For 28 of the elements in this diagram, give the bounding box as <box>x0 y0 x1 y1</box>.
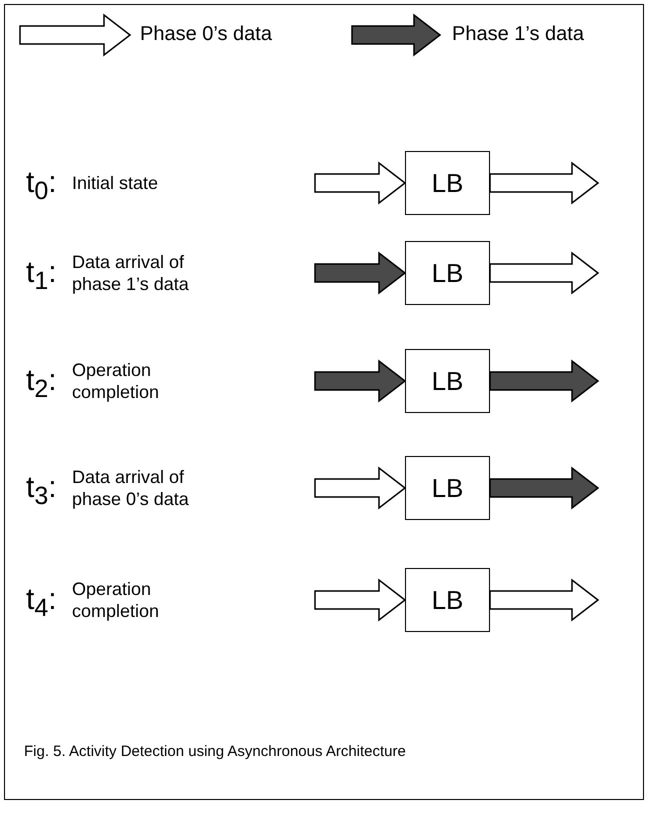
time-step-label: t$_{2}$: <box>26 366 57 404</box>
block-arrow <box>314 578 406 622</box>
state-description: Initial state <box>72 172 160 194</box>
block-arrow <box>314 251 406 295</box>
time-step-label: t$_{3}$: <box>26 473 57 511</box>
block-box: LB <box>405 241 490 305</box>
block-box: LB <box>405 349 490 413</box>
figure-caption: Fig. 5. Activity Detection using Asynchronous Architecture <box>24 743 406 760</box>
block-arrow <box>489 578 600 622</box>
block-arrow <box>314 161 406 205</box>
block-arrow <box>489 466 600 510</box>
state-description: Operation completion <box>72 359 160 403</box>
state-description: Data arrival of phase 1’s data <box>72 251 190 295</box>
state-description: Operation completion <box>72 578 160 622</box>
legend-label: Phase 0’s data <box>140 23 272 46</box>
block-box: LB <box>405 151 490 215</box>
block-arrow <box>489 161 600 205</box>
time-step-label: t$_{4}$: <box>26 585 57 623</box>
time-step-label: t$_{1}$: <box>26 258 57 296</box>
block-arrow <box>314 359 406 403</box>
block-box: LB <box>405 456 490 520</box>
time-step-label: t$_{0}$: <box>26 168 57 206</box>
block-arrow <box>489 251 600 295</box>
block-arrow <box>314 466 406 510</box>
legend-label: Phase 1’s data <box>452 23 584 46</box>
block-box: LB <box>405 568 490 632</box>
state-description: Data arrival of phase 0’s data <box>72 466 190 510</box>
block-arrow <box>489 359 600 403</box>
